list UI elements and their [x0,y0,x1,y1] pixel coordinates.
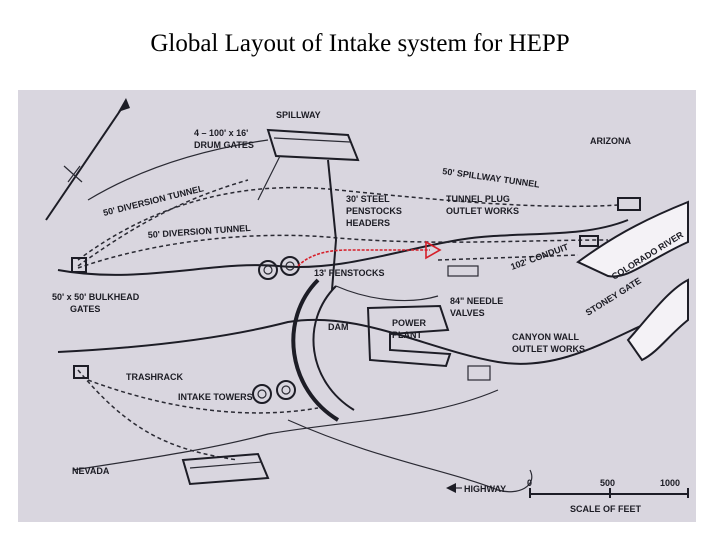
label-steel-penstocks-2: PENSTOCKS [346,206,402,216]
scale-label-0: 0 [527,478,532,488]
dam [291,278,439,422]
flow-path-arrow [297,240,442,267]
label-drum-gates-1: 4 – 100' x 16' [194,128,248,138]
label-spillway-tunnel: 50' SPILLWAY TUNNEL [442,166,541,190]
scale-label-1000: 1000 [660,478,680,488]
label-tunnel-plug-2: OUTLET WORKS [446,206,519,216]
spillway-structure [257,128,360,291]
scale-bar [529,488,689,498]
bulkhead-gate-icon [71,257,87,273]
label-needle-valves-1: 84" NEEDLE [450,296,503,306]
scale-title: SCALE OF FEET [570,504,642,514]
page-title: Global Layout of Intake system for HEPP [150,30,570,57]
colorado-river [576,200,689,278]
intake-layout-diagram: SPILLWAY 4 – 100' x 16' DRUM GATES ARIZO… [18,90,696,522]
label-power-plant-2: PLANT [392,330,422,340]
label-spillway: SPILLWAY [276,110,321,120]
label-trashrack: TRASHRACK [126,372,183,382]
north-arrow-icon [45,98,130,221]
label-nevada: NEVADA [72,466,110,476]
label-steel-penstocks-3: HEADERS [346,218,390,228]
flow-arrowhead-icon [425,240,442,260]
label-bulkhead-1: 50' x 50' BULKHEAD [52,292,140,302]
power-plant [366,304,452,368]
label-arizona: ARIZONA [590,136,631,146]
label-bulkhead-2: GATES [70,304,100,314]
scale-label-500: 500 [600,478,615,488]
label-highway: HIGHWAY [464,484,506,494]
label-needle-valves-2: VALVES [450,308,485,318]
label-13-penstocks: 13' PENSTOCKS [314,268,385,278]
label-canyon-wall-2: OUTLET WORKS [512,344,585,354]
label-intake-towers: INTAKE TOWERS [178,392,253,402]
label-drum-gates-2: DRUM GATES [194,140,254,150]
highway-arrow-icon [446,483,456,493]
label-steel-penstocks-1: 30' STEEL [346,194,390,204]
label-canyon-wall-1: CANYON WALL [512,332,579,342]
label-power-plant-1: POWER [392,318,427,328]
diagram-canvas: SPILLWAY 4 – 100' x 16' DRUM GATES ARIZO… [45,98,689,514]
intake-tower-icon [252,256,300,404]
label-stoney-gate: STONEY GATE [584,276,643,318]
label-dam: DAM [328,322,349,332]
label-tunnel-plug-1: TUNNEL PLUG [446,194,510,204]
